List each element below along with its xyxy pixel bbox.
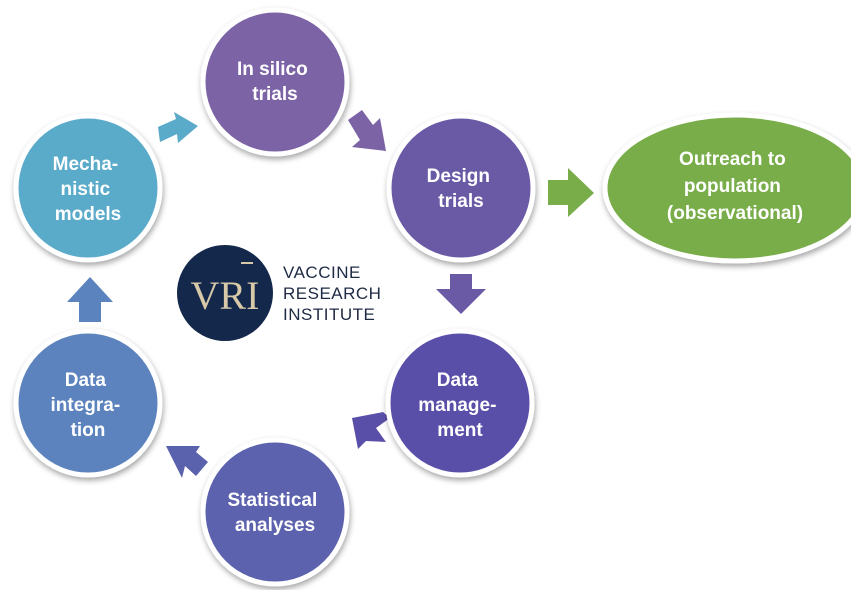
vri-logo: VRI VACCINE RESEARCH INSTITUTE <box>177 245 387 341</box>
node-statistical-label: Statistical analyses <box>227 490 322 536</box>
node-mechanistic-label: Mecha- nistic models <box>53 154 124 225</box>
arrow-statistical-to-integration <box>166 446 208 478</box>
arrows <box>67 110 594 478</box>
node-design-trials: Design trials <box>386 113 536 263</box>
node-statistical-analyses: Statistical analyses <box>200 437 350 587</box>
arrow-insilico-to-design <box>348 110 386 151</box>
arrow-mechanistic-to-insilico <box>158 112 198 143</box>
node-in-silico-label: In silico trials <box>237 59 313 105</box>
node-data-management-label: Data manage- ment <box>418 370 501 441</box>
node-data-management: Data manage- ment <box>385 328 535 478</box>
node-in-silico-trials: In silico trials <box>200 7 350 157</box>
node-data-integration: Data integra- tion <box>13 328 163 478</box>
vri-logo-emblem <box>177 245 273 341</box>
node-outreach-to-population: Outreach to population (observational) <box>602 112 851 264</box>
node-mechanistic-models: Mecha- nistic models <box>13 113 163 263</box>
node-design-label: Design trials <box>427 166 496 212</box>
arrow-design-to-outreach <box>548 168 594 217</box>
arrow-datamanagement-to-statistical <box>352 412 390 449</box>
node-data-integration-label: Data integra- tion <box>51 370 126 441</box>
arrow-integration-to-mechanistic <box>67 277 113 322</box>
vri-logo-wordmark: VACCINE RESEARCH INSTITUTE <box>283 263 387 324</box>
vri-logo-mark: VRI <box>191 273 260 318</box>
arrow-design-to-datamanagement <box>436 274 486 314</box>
node-outreach-label: Outreach to population (observational) <box>667 149 803 224</box>
